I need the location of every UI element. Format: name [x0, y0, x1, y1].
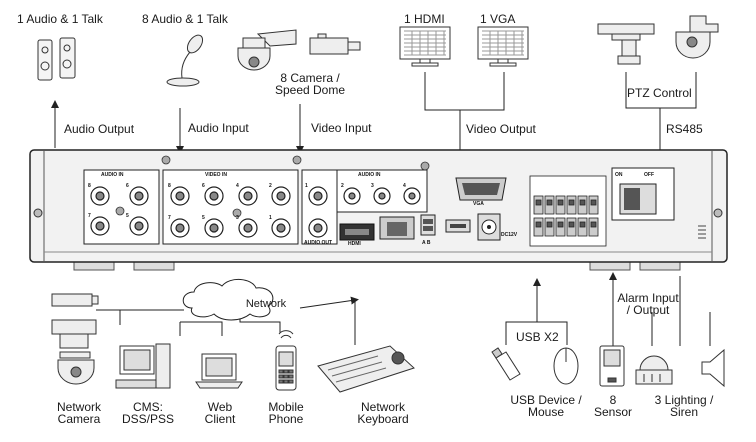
lighting-siren-label-1: 3 Lighting /	[654, 393, 714, 407]
speed-dome-camera-icon	[237, 29, 297, 71]
vga-label: 1 VGA	[480, 12, 516, 26]
port-num: 4	[236, 183, 239, 189]
network-cloud-label: Network	[245, 298, 287, 310]
mouse-icon	[553, 347, 579, 385]
panel-audio-in-right: AUDIO IN	[358, 172, 381, 178]
bnc-connectors	[90, 186, 421, 238]
port-num: 5	[202, 215, 205, 221]
audio-input-label: Audio Input	[188, 121, 249, 135]
network-camera-label-1: Network	[56, 400, 101, 414]
panel-audio-in-left: AUDIO IN	[101, 172, 124, 178]
port-num: 4	[403, 183, 406, 189]
alarm-io-label-1: Alarm Input	[617, 291, 679, 305]
audio-talk-label: 1 Audio & 1 Talk	[17, 12, 103, 26]
ab-terminal	[420, 214, 436, 236]
usb-port	[445, 219, 471, 233]
alarm-light-icon	[635, 355, 673, 385]
lighting-siren-label-2: Siren	[669, 405, 698, 419]
audio-output-label: Audio Output	[64, 122, 135, 136]
port-num: 7	[168, 215, 171, 221]
laptop-icon	[195, 353, 243, 389]
video-output-label: Video Output	[466, 122, 536, 136]
video-input-label: Video Input	[311, 121, 372, 135]
network-keyboard-label-2: Keyboard	[357, 412, 409, 426]
speaker-icon	[37, 37, 76, 81]
port-num: 6	[202, 183, 205, 189]
hdmi-label: 1 HDMI	[404, 12, 445, 26]
ptz-control-label: PTZ Control	[627, 86, 692, 100]
pc-icon	[115, 343, 171, 389]
panel-dc12v: DC12V	[501, 232, 518, 238]
usb-stick-icon	[491, 347, 521, 381]
mobile-phone-icon	[275, 330, 297, 391]
cms-label-2: DSS/PSS	[121, 412, 175, 426]
port-num: 8	[88, 183, 91, 189]
port-num: 2	[269, 183, 272, 189]
usb-device-label-2: Mouse	[527, 405, 565, 419]
port-num: 5	[126, 213, 129, 219]
hdmi-port	[339, 223, 375, 241]
panel-hdmi: HDMI	[348, 241, 361, 247]
port-num: 7	[88, 213, 91, 219]
port-num: 1	[269, 215, 272, 221]
sensor-label-2: Sensor	[593, 405, 633, 419]
power-switch	[611, 167, 675, 221]
ip-camera-icons	[51, 293, 99, 385]
side-vent	[698, 225, 706, 239]
mobile-phone-label-1: Mobile	[268, 400, 304, 414]
port-num: 1	[305, 183, 308, 189]
panel-vga: VGA	[473, 201, 484, 207]
dc-power-port	[477, 213, 501, 241]
sensor-icon	[599, 345, 625, 387]
network-keyboard-icon	[317, 345, 415, 393]
bottom-connectors	[96, 272, 711, 346]
rs485-label: RS485	[666, 122, 703, 136]
port-num: 8	[168, 183, 171, 189]
cms-label-1: CMS:	[133, 400, 163, 414]
panel-audio-out: AUDIO OUT	[304, 240, 333, 246]
panel-off: OFF	[644, 172, 654, 178]
usb-x2-label: USB X2	[516, 330, 559, 344]
alarm-terminal-block	[529, 175, 607, 247]
hdmi-monitor-icon	[399, 26, 451, 67]
audio-talk-8-label: 8 Audio & 1 Talk	[142, 12, 228, 26]
box-camera-icon	[309, 33, 361, 55]
siren-icon	[701, 348, 725, 388]
network-camera-label-2: Camera	[57, 412, 101, 426]
alarm-io-label-2: / Output	[626, 303, 670, 317]
panel-on: ON	[615, 172, 623, 178]
web-client-label-1: Web	[207, 400, 233, 414]
port-num: 2	[341, 183, 344, 189]
ethernet-port	[379, 216, 415, 240]
web-client-label-2: Client	[204, 412, 236, 426]
vga-monitor-icon	[477, 26, 529, 67]
port-num: 3	[236, 215, 239, 221]
microphone-icon	[166, 34, 204, 87]
panel-ab: A B	[422, 240, 431, 246]
top-connectors	[51, 72, 697, 154]
sensor-label-1: 8	[609, 393, 617, 407]
camera-speed-dome-label-1: 8 Camera /	[280, 71, 340, 85]
camera-speed-dome-label-2: Speed Dome	[274, 83, 346, 97]
port-num: 6	[126, 183, 129, 189]
network-keyboard-label-1: Network	[360, 400, 405, 414]
port-num: 3	[371, 183, 374, 189]
mobile-phone-label-2: Phone	[268, 412, 304, 426]
vga-port	[455, 177, 507, 201]
network-cloud-icon	[182, 279, 274, 321]
ptz-speed-dome-icon	[675, 15, 719, 59]
panel-video-in: VIDEO IN	[205, 172, 227, 178]
usb-device-label-1: USB Device /	[510, 393, 582, 407]
ptz-camera-icon	[597, 23, 655, 65]
